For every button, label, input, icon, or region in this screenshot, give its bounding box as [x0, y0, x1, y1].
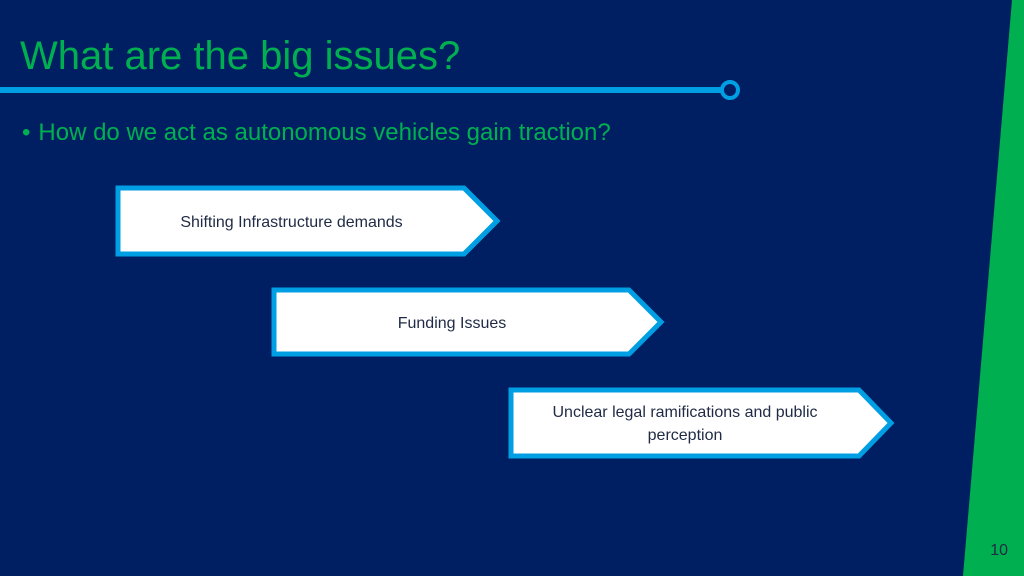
bullet-text: How do we act as autonomous vehicles gai…: [38, 119, 611, 146]
issue-2-label: Funding Issues: [397, 314, 507, 332]
issue-1-label: Shifting Infrastructure demands: [180, 213, 403, 231]
bullet-glyph: •: [22, 119, 31, 146]
slide-title: What are the big issues?: [20, 34, 461, 78]
page-number: 10: [990, 542, 1008, 559]
title-underline: [0, 87, 724, 93]
underline-end-circle: [720, 80, 740, 100]
bullet-point: • How do we act as autonomous vehicles ga…: [22, 116, 611, 150]
issue-3-label: Unclear legal ramifications and public p…: [552, 404, 818, 444]
